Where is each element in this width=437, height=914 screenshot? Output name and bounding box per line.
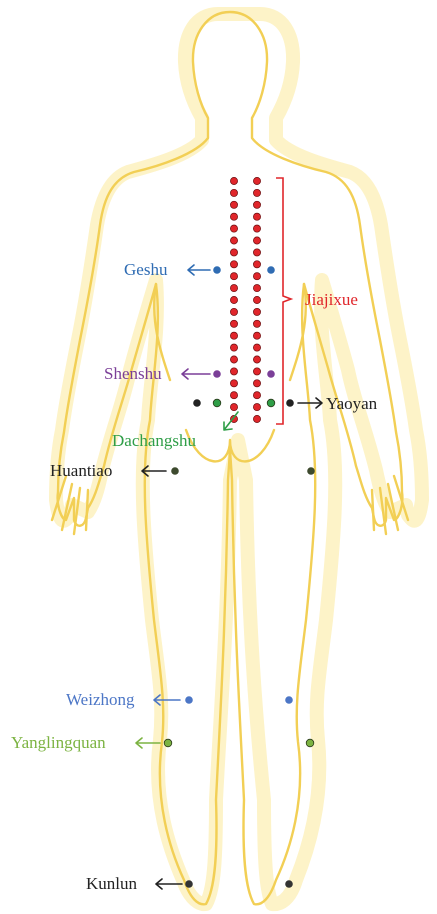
jiajixue-point	[230, 285, 237, 292]
jiajixue-point	[253, 392, 260, 399]
yanglingquan-point-left	[164, 739, 172, 747]
jiajixue-point	[253, 177, 260, 184]
dachangshu-point-right	[267, 399, 275, 407]
jiajixue-point	[230, 213, 237, 220]
jiajixue-point	[230, 237, 237, 244]
jiajixue-point	[230, 356, 237, 363]
jiajixue-point	[230, 273, 237, 280]
huantiao-point-left	[171, 467, 179, 475]
jiajixue-point	[253, 213, 260, 220]
jiajixue-point	[230, 344, 237, 351]
huantiao-label: Huantiao	[50, 461, 112, 480]
jiajixue-point	[230, 320, 237, 327]
jiajixue-point	[230, 404, 237, 411]
jiajixue-point	[253, 404, 260, 411]
jiajixue-point	[230, 261, 237, 268]
jiajixue-point	[253, 415, 260, 422]
kunlun-label: Kunlun	[86, 874, 138, 893]
yanglingquan-label: Yanglingquan	[11, 733, 106, 752]
jiajixue-point	[253, 273, 260, 280]
jiajixue-point	[230, 189, 237, 196]
shenshu-label: Shenshu	[104, 364, 162, 383]
jiajixue-point	[253, 344, 260, 351]
huantiao-point-right	[307, 467, 315, 475]
jiajixue-point	[230, 296, 237, 303]
jiajixue-label: Jiajixue	[305, 290, 358, 309]
jiajixue-point	[230, 308, 237, 315]
jiajixue-point	[230, 332, 237, 339]
jiajixue-point	[253, 368, 260, 375]
jiajixue-points	[230, 177, 260, 422]
yanglingquan-point-right	[306, 739, 314, 747]
yaoyan-label: Yaoyan	[326, 394, 378, 413]
shenshu-arrow	[182, 369, 210, 379]
kunlun-point-right	[285, 880, 293, 888]
jiajixue-point	[253, 285, 260, 292]
yaoyan-point-right	[286, 399, 294, 407]
jiajixue-point	[230, 368, 237, 375]
jiajixue-point	[230, 177, 237, 184]
jiajixue-point	[230, 225, 237, 232]
geshu-label: Geshu	[124, 260, 168, 279]
weizhong-point-left	[185, 696, 193, 704]
jiajixue-point	[253, 249, 260, 256]
geshu-point-left	[213, 266, 221, 274]
jiajixue-point	[253, 225, 260, 232]
dachangshu-point-left	[213, 399, 221, 407]
kunlun-point-left	[185, 880, 193, 888]
jiajixue-point	[253, 189, 260, 196]
jiajixue-point	[230, 249, 237, 256]
jiajixue-point	[253, 296, 260, 303]
jiajixue-point	[253, 201, 260, 208]
jiajixue-bracket	[276, 178, 291, 424]
jiajixue-point	[230, 201, 237, 208]
geshu-point-right	[267, 266, 275, 274]
jiajixue-point	[230, 380, 237, 387]
dachangshu-label: Dachangshu	[112, 431, 197, 450]
jiajixue-point	[253, 332, 260, 339]
weizhong-point-right	[285, 696, 293, 704]
geshu-arrow	[188, 265, 210, 275]
jiajixue-point	[253, 380, 260, 387]
weizhong-label: Weizhong	[66, 690, 135, 709]
jiajixue-point	[230, 392, 237, 399]
jiajixue-point	[253, 356, 260, 363]
yaoyan-point-left	[193, 399, 201, 407]
jiajixue-point	[253, 237, 260, 244]
jiajixue-point	[253, 261, 260, 268]
body-outline	[52, 12, 408, 904]
shenshu-point-left	[213, 370, 221, 378]
shenshu-point-right	[267, 370, 275, 378]
huantiao-arrow	[142, 466, 166, 476]
jiajixue-point	[253, 308, 260, 315]
jiajixue-point	[253, 320, 260, 327]
